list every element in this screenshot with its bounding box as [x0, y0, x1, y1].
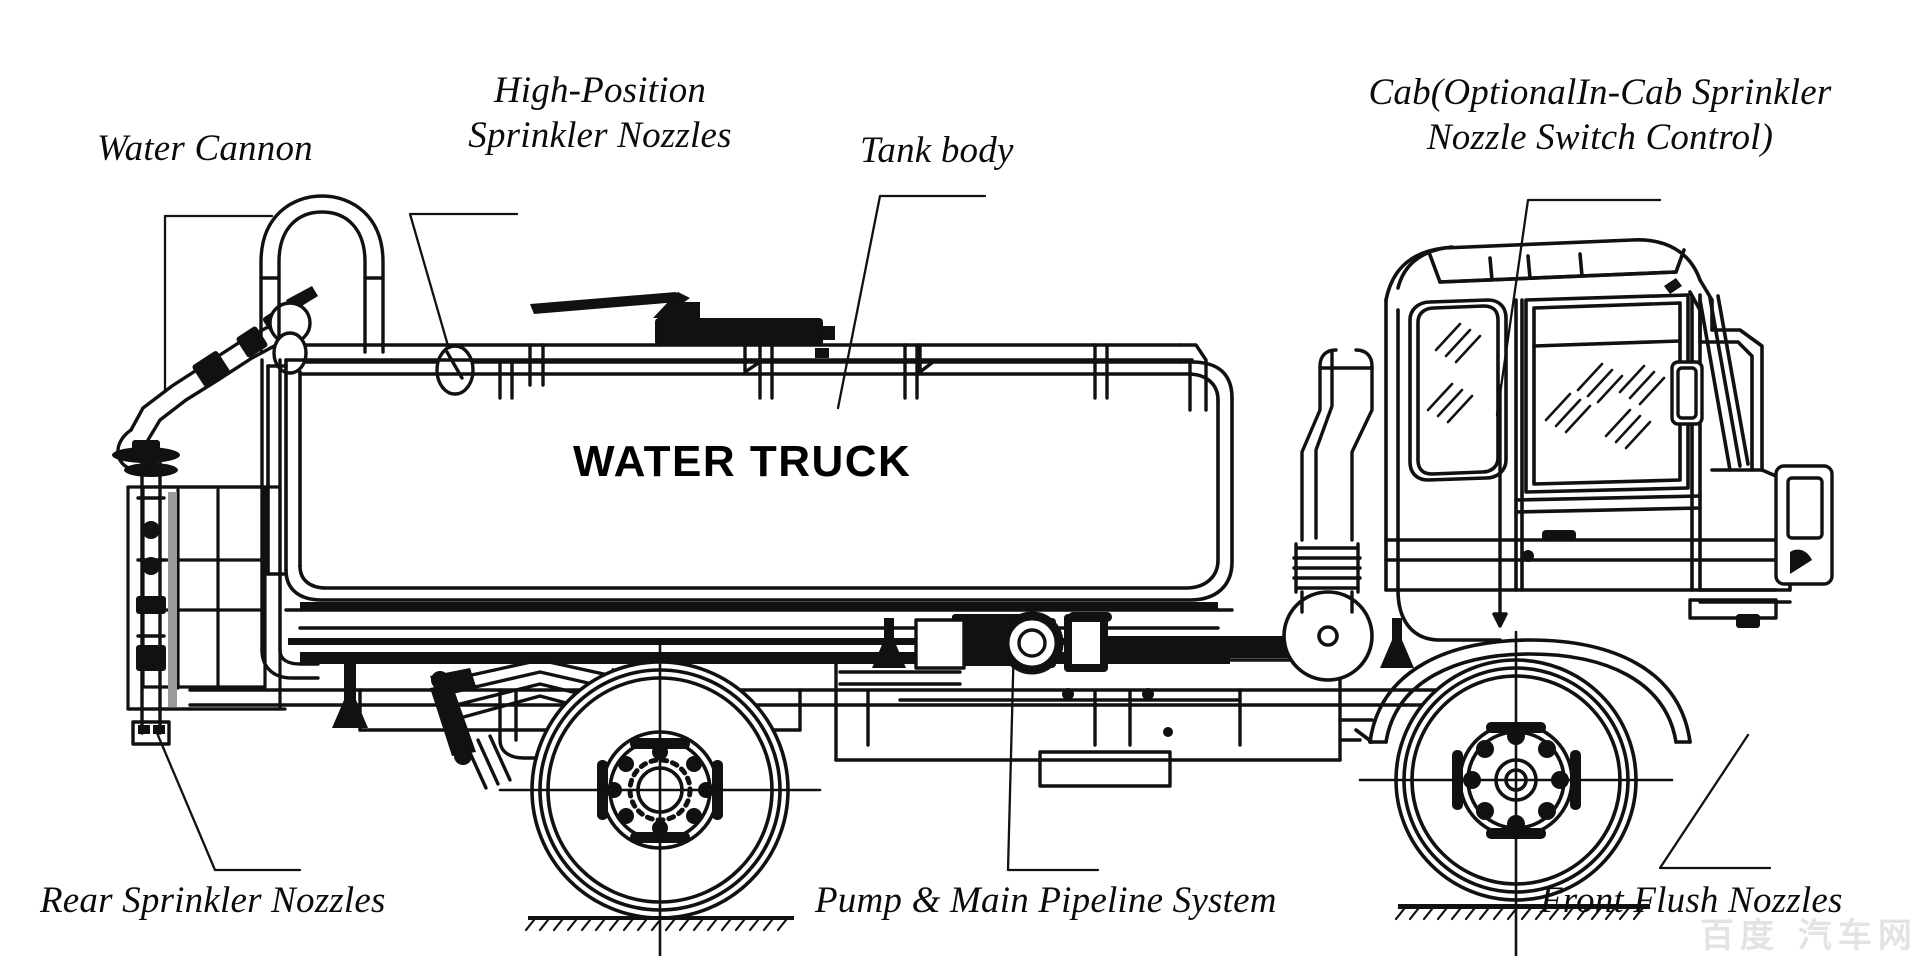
label-cab-optional-control: Cab(OptionalIn-Cab Sprinkler Nozzle Swit…	[1290, 70, 1910, 160]
tank-top-handrail	[286, 343, 1208, 412]
ground-hatch-rear	[528, 916, 794, 920]
label-high-position-line2: Sprinkler Nozzles	[468, 115, 732, 157]
label-high-position-sprinkler-nozzles: High-Position Sprinkler Nozzles	[430, 68, 770, 158]
label-tank-body-text: Tank body	[860, 130, 1014, 171]
front-flush-nozzle	[1736, 614, 1760, 628]
cab-front-panel	[1774, 464, 1834, 586]
label-cab-line2: Nozzle Switch Control)	[1426, 117, 1774, 159]
air-tank-drum	[1282, 590, 1374, 682]
front-wheel-centerlines	[1358, 630, 1674, 956]
cab-door-lock	[1522, 550, 1534, 562]
tank-decal-water-truck: WATER TRUCK	[573, 437, 912, 486]
label-tank-body: Tank body	[860, 128, 1014, 173]
handrail-end-cap	[272, 331, 308, 375]
label-water-cannon-text: Water Cannon	[97, 128, 313, 169]
label-pump-text: Pump & Main Pipeline System	[815, 880, 1277, 921]
chassis-frame	[188, 658, 1472, 788]
cab-antenna	[1492, 384, 1508, 628]
pump-box	[914, 618, 966, 670]
pipeline-run	[498, 670, 962, 760]
water-cannon-base	[112, 440, 180, 463]
cab-front-bumper	[1688, 588, 1792, 620]
label-rear-sprinkler-nozzles: Rear Sprinkler Nozzles	[40, 878, 386, 923]
cab-roof-marker	[1664, 278, 1682, 294]
label-rear-sprinkler-text: Rear Sprinkler Nozzles	[40, 880, 386, 921]
high-position-nozzle-head	[435, 344, 475, 396]
label-front-flush-text: Front Flush Nozzles	[1540, 880, 1843, 921]
label-front-flush-nozzles: Front Flush Nozzles	[1540, 878, 1843, 923]
pipeline-valve	[1064, 612, 1316, 672]
cab-door-handle	[1542, 530, 1576, 541]
tank-manhole-hatch	[530, 292, 835, 358]
exhaust-lower-pipe	[1300, 590, 1354, 614]
ground-hatch-rear-ticks	[524, 918, 788, 932]
leader-lines	[155, 194, 1772, 872]
tank-manhole-neck	[658, 320, 822, 347]
ground-hatch-front-ticks	[1394, 907, 1644, 921]
label-cab-line1: Cab(OptionalIn-Cab Sprinkler	[1368, 72, 1832, 113]
tank-lower-shadow	[300, 602, 1218, 611]
rear-wheel-centerlines	[498, 638, 822, 956]
cab-mirror	[1670, 360, 1704, 426]
tank-front-downpipe	[260, 358, 320, 680]
vertical-exhaust-stack	[1300, 348, 1374, 542]
rear-platform-shading	[168, 492, 177, 707]
tank-roll-hoop	[259, 194, 385, 354]
water-tank-body	[266, 358, 1234, 602]
rear-hub-bolts	[606, 744, 714, 836]
label-high-position-line1: High-Position	[493, 70, 707, 111]
cab-window-glare	[1426, 322, 1666, 450]
pump-rotor	[1000, 611, 1064, 675]
rear-spray-bar	[332, 660, 368, 728]
rear-nozzle-heads	[124, 455, 178, 734]
label-pump-main-pipeline-system: Pump & Main Pipeline System	[815, 878, 1277, 923]
front-fender	[1354, 638, 1692, 744]
watermark: 百度 汽车网	[1700, 916, 1918, 956]
pipeline-supports	[872, 618, 1414, 668]
exhaust-bellows	[1292, 542, 1362, 594]
front-step	[1338, 718, 1374, 742]
ground-hatch-front	[1398, 904, 1650, 909]
driver-cab	[1384, 238, 1792, 642]
chassis-rivets	[1062, 688, 1173, 737]
label-water-cannon: Water Cannon	[97, 126, 313, 171]
